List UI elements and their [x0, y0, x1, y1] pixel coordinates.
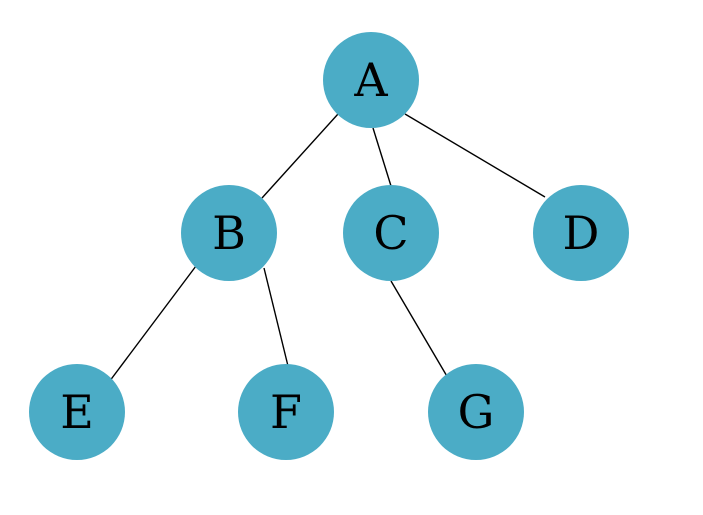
node-c: C [343, 185, 439, 281]
edge-a-c [372, 127, 392, 187]
node-d: D [533, 185, 629, 281]
edge-b-e [108, 265, 197, 383]
node-g: G [428, 364, 524, 460]
edge-c-g [390, 280, 449, 379]
node-b-label: B [212, 206, 246, 260]
edge-a-b [261, 113, 339, 199]
node-b: B [181, 185, 277, 281]
node-e-label: E [60, 385, 94, 439]
node-d-label: D [563, 206, 600, 260]
node-f-label: F [270, 385, 302, 439]
edge-b-f [263, 267, 289, 367]
node-e: E [29, 364, 125, 460]
node-f: F [238, 364, 334, 460]
edge-a-d [404, 113, 546, 198]
node-g-label: G [458, 385, 495, 439]
node-c-label: C [373, 206, 408, 260]
node-a: A [323, 32, 419, 128]
node-a-label: A [353, 53, 388, 107]
